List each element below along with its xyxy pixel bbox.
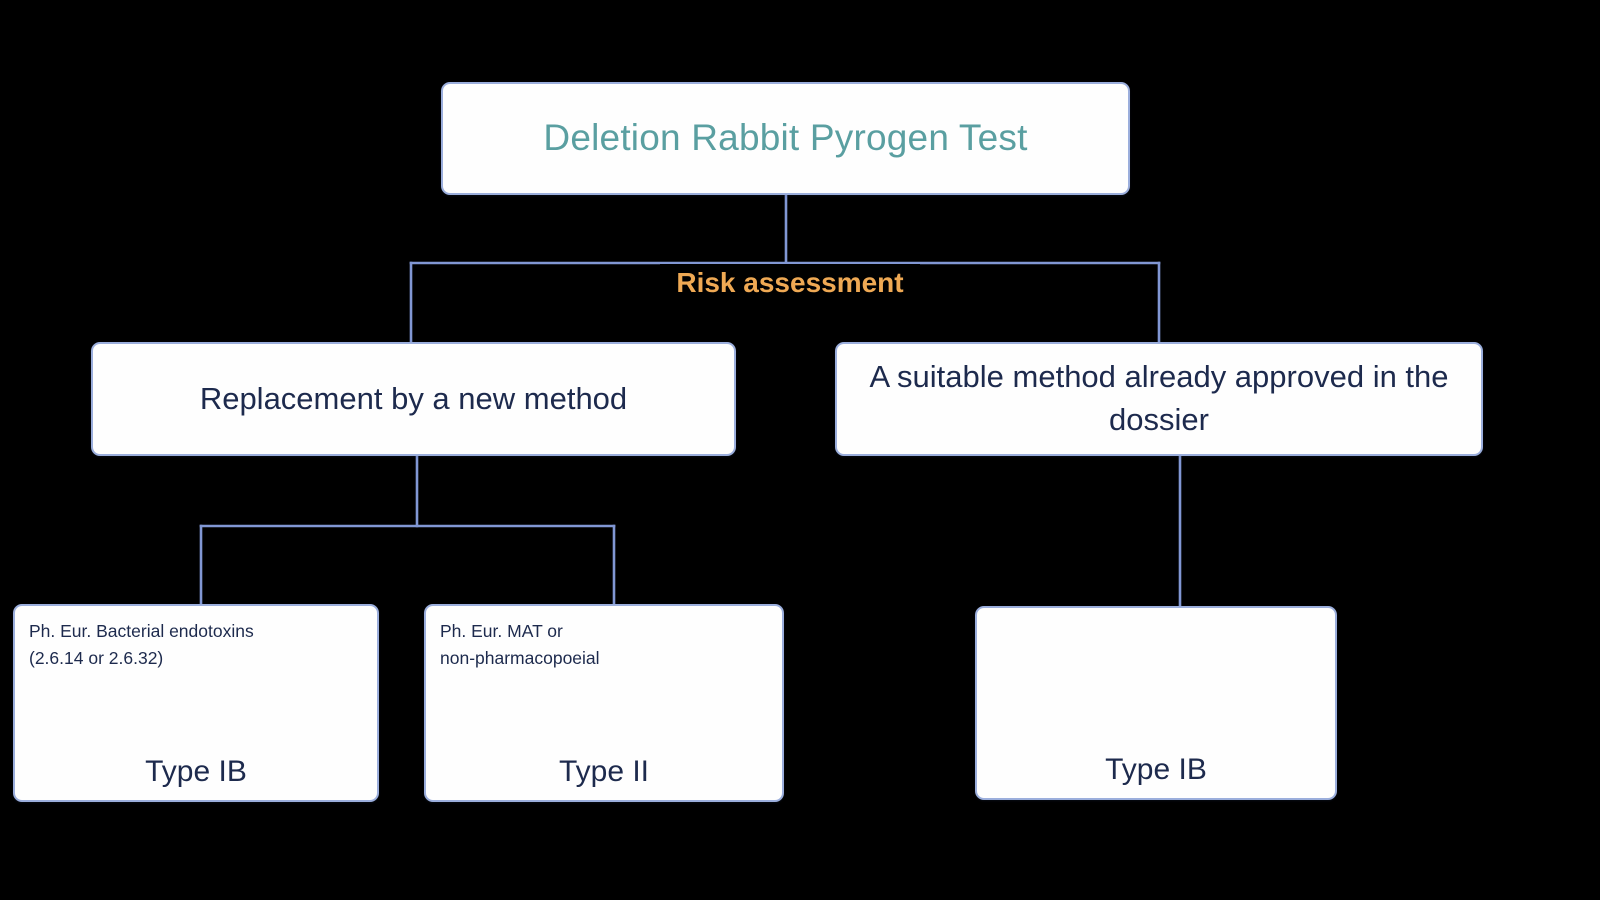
leaf-detail-text: Ph. Eur. Bacterial endotoxins (2.6.14 or… <box>29 621 254 669</box>
node-leaf-bacterial-endotoxins[interactable]: Ph. Eur. Bacterial endotoxins (2.6.14 or… <box>13 604 379 802</box>
leaf-variation-type: Type II <box>558 755 650 788</box>
leaf-detail-text <box>991 620 1321 640</box>
node-branch-approved[interactable]: A suitable method already approved in th… <box>835 342 1483 456</box>
leaf-variation-type: Type IB <box>1105 753 1207 786</box>
node-root[interactable]: Deletion Rabbit Pyrogen Test <box>441 82 1130 195</box>
leaf-detail-text: Ph. Eur. MAT or non-pharmacopoeial <box>440 621 600 669</box>
node-branch-replacement[interactable]: Replacement by a new method <box>91 342 736 456</box>
leaf-variation-type: Type IB <box>145 755 247 788</box>
edge-label-risk-assessment: Risk assessment <box>660 264 920 304</box>
root-label: Deletion Rabbit Pyrogen Test <box>543 117 1028 159</box>
node-leaf-mat-or-non-pharmacopoeial[interactable]: Ph. Eur. MAT or non-pharmacopoeial Type … <box>424 604 784 802</box>
branch-replacement-label: Replacement by a new method <box>199 380 628 416</box>
branch-approved-label: A suitable method already approved in th… <box>869 359 1449 437</box>
node-leaf-approved-method[interactable]: Type IB <box>975 606 1337 800</box>
